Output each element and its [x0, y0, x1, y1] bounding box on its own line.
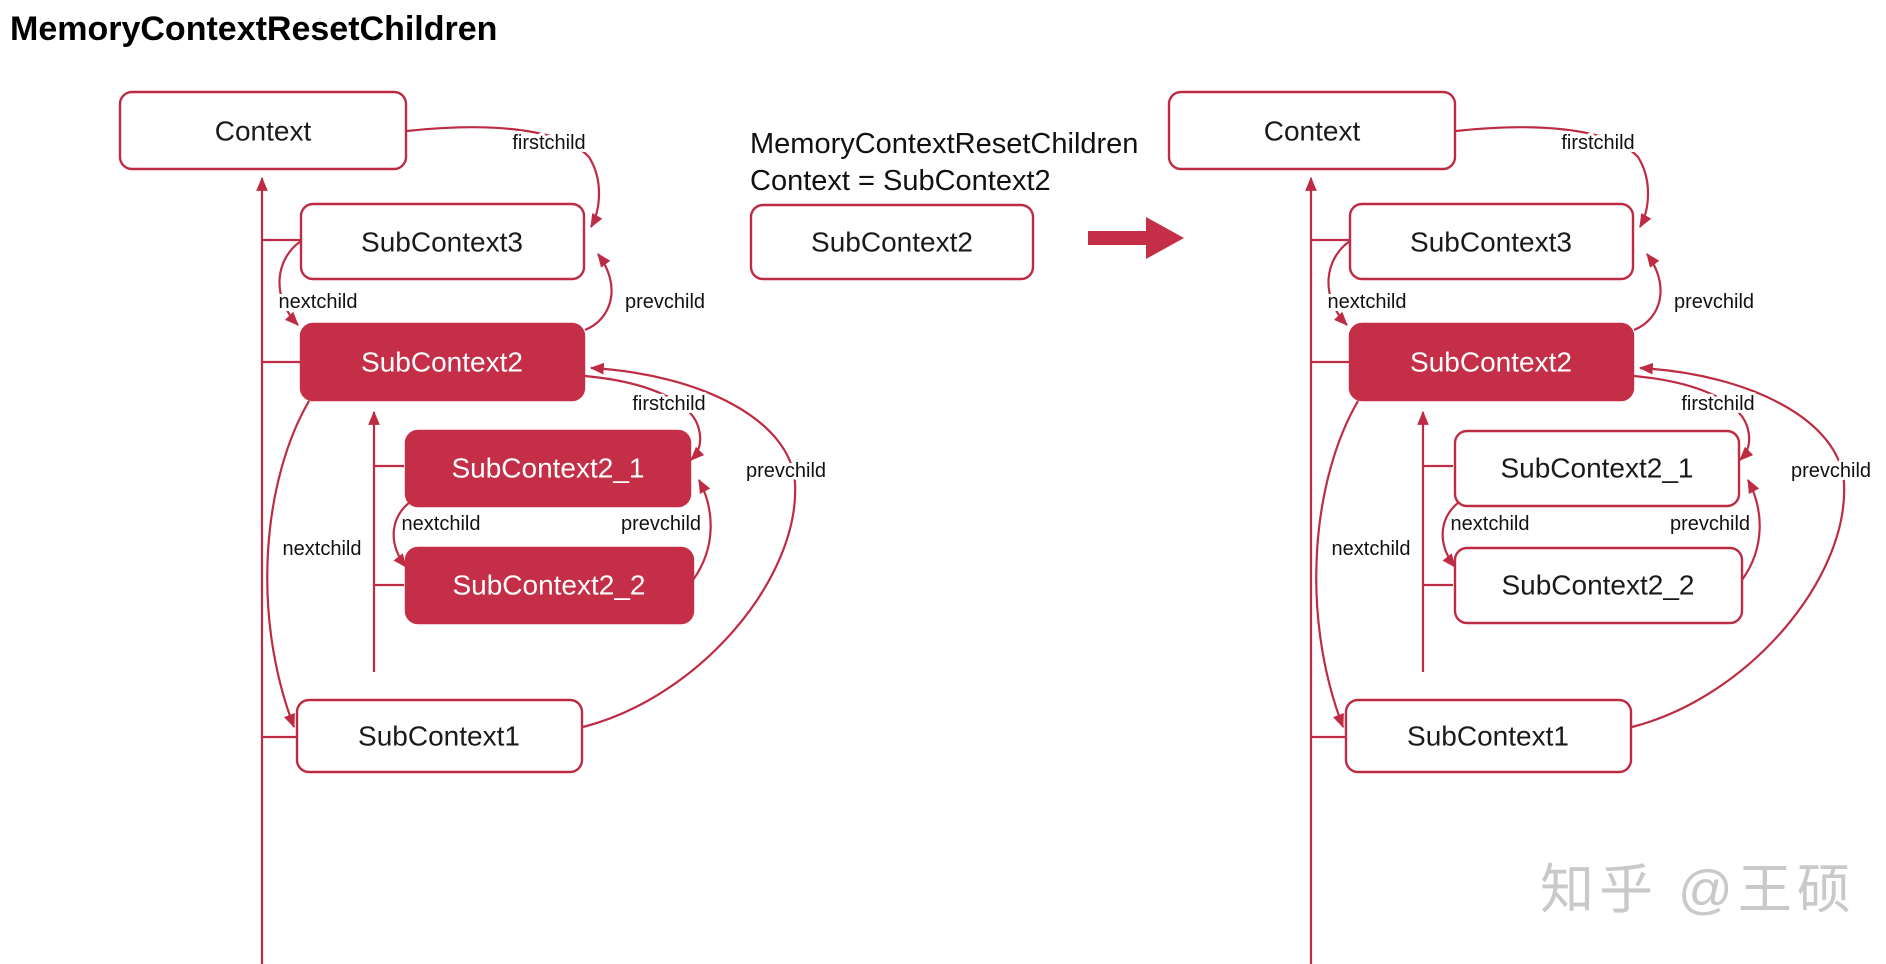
- left-sub1-label: SubContext1: [358, 721, 520, 752]
- right-sub2-2-box: [1453, 546, 1744, 625]
- right-context-label: Context: [1264, 116, 1361, 147]
- right-edge-nextchild-sub2-sub1: [1315, 400, 1359, 729]
- left-sub2-2-box: [404, 546, 695, 625]
- left-diagram: Context SubContext3 SubContext2 SubConte…: [118, 90, 829, 964]
- right-sub2-1-label: SubContext2_1: [1500, 453, 1693, 484]
- left-sub3-box: [299, 202, 586, 281]
- left-node-context: Context: [118, 90, 408, 171]
- left-sub1-box: [295, 698, 584, 774]
- right-edge-prevchild-sub2-sub3: [1633, 253, 1662, 332]
- left-edge-prevchild-sub1-sub2: [582, 362, 797, 729]
- right-node-context: Context: [1167, 90, 1457, 171]
- left-edge-nextchild-sub3-sub2: [278, 240, 302, 326]
- transition-arrow-icon: [1088, 217, 1184, 259]
- right-sub2-label: SubContext2: [1410, 347, 1572, 378]
- left-node-subcontext2-1: SubContext2_1: [404, 429, 692, 508]
- right-label-prevchild-2-3: prevchild: [1674, 291, 1754, 313]
- right-node-subcontext2: SubContext2: [1348, 322, 1635, 402]
- left-node-subcontext3: SubContext3: [299, 202, 586, 281]
- middle-subcontext2-label: SubContext2: [811, 227, 973, 258]
- annotation-line2: Context = SubContext2: [750, 165, 1051, 197]
- right-label-nextchild-2-1: nextchild: [1332, 538, 1411, 560]
- right-edge-nextchild-sub2-1-sub2-2: [1441, 501, 1460, 568]
- right-label-prevchild-1-2: prevchild: [1791, 460, 1871, 482]
- left-label-prevchild-2-3: prevchild: [625, 291, 705, 313]
- left-context-label: Context: [215, 116, 312, 147]
- right-context-box: [1167, 90, 1457, 171]
- watermark: 知乎 @王硕: [1540, 860, 1856, 920]
- right-sub3-box: [1348, 202, 1635, 281]
- right-edge-nextchild-sub3-sub2: [1327, 240, 1351, 326]
- left-edge-prevchild-sub2-sub3: [584, 253, 613, 332]
- right-sub2-box: [1348, 322, 1635, 402]
- left-label-nextchild-3-2: nextchild: [279, 291, 358, 313]
- left-edge-firstchild-sub2-sub2-1: [584, 374, 705, 461]
- left-edge-firstchild-context-sub3: [406, 126, 603, 229]
- right-label-nextchild-3-2: nextchild: [1328, 291, 1407, 313]
- right-diagram: Context SubContext3 SubContext2 SubConte…: [1167, 90, 1874, 964]
- left-sub2-1-label: SubContext2_1: [451, 453, 644, 484]
- left-edge-nextchild-sub2-1-sub2-2: [392, 501, 411, 568]
- left-label-firstchild-sub2: firstchild: [632, 393, 705, 415]
- right-node-subcontext1: SubContext1: [1344, 698, 1633, 774]
- middle-subcontext2-box: [749, 203, 1035, 281]
- right-edge-firstchild-context-sub3: [1455, 126, 1652, 229]
- right-node-subcontext2-2: SubContext2_2: [1453, 546, 1744, 625]
- left-node-subcontext2-2: SubContext2_2: [404, 546, 695, 625]
- left-label-nextchild-21-22: nextchild: [402, 513, 481, 535]
- annotation-line1: MemoryContextResetChildren: [750, 128, 1138, 160]
- right-label-firstchild-root: firstchild: [1561, 132, 1634, 154]
- right-label-nextchild-21-22: nextchild: [1451, 513, 1530, 535]
- left-sub3-label: SubContext3: [361, 227, 523, 258]
- right-label-prevchild-22-21: prevchild: [1670, 513, 1750, 535]
- right-edge-firstchild-sub2-sub2-1: [1633, 374, 1754, 461]
- right-edge-prevchild-sub2-2-sub2-1: [1741, 478, 1761, 581]
- left-node-subcontext2: SubContext2: [299, 322, 586, 402]
- left-edge-prevchild-sub2-2-sub2-1: [692, 478, 712, 581]
- left-label-prevchild-1-2: prevchild: [746, 460, 826, 482]
- right-edge-prevchild-sub1-sub2: [1631, 362, 1846, 729]
- right-node-subcontext3: SubContext3: [1348, 202, 1635, 281]
- right-sub2-1-box: [1453, 429, 1741, 508]
- right-sub1-box: [1344, 698, 1633, 774]
- left-sub2-1-box: [404, 429, 692, 508]
- left-label-prevchild-22-21: prevchild: [621, 513, 701, 535]
- left-node-subcontext1: SubContext1: [295, 698, 584, 774]
- left-edge-nextchild-sub2-sub1: [266, 400, 310, 729]
- left-sub2-box: [299, 322, 586, 402]
- right-label-firstchild-sub2: firstchild: [1681, 393, 1754, 415]
- left-context-box: [118, 90, 408, 171]
- left-label-nextchild-2-1: nextchild: [283, 538, 362, 560]
- right-sub1-label: SubContext1: [1407, 721, 1569, 752]
- right-node-subcontext2-1: SubContext2_1: [1453, 429, 1741, 508]
- middle-annotation: MemoryContextResetChildren Context = Sub…: [749, 128, 1184, 281]
- right-sub3-label: SubContext3: [1410, 227, 1572, 258]
- page-title: MemoryContextResetChildren: [10, 10, 497, 48]
- left-sub2-label: SubContext2: [361, 347, 523, 378]
- left-sub2-2-label: SubContext2_2: [452, 570, 645, 601]
- left-label-firstchild-root: firstchild: [512, 132, 585, 154]
- right-sub2-2-label: SubContext2_2: [1501, 570, 1694, 601]
